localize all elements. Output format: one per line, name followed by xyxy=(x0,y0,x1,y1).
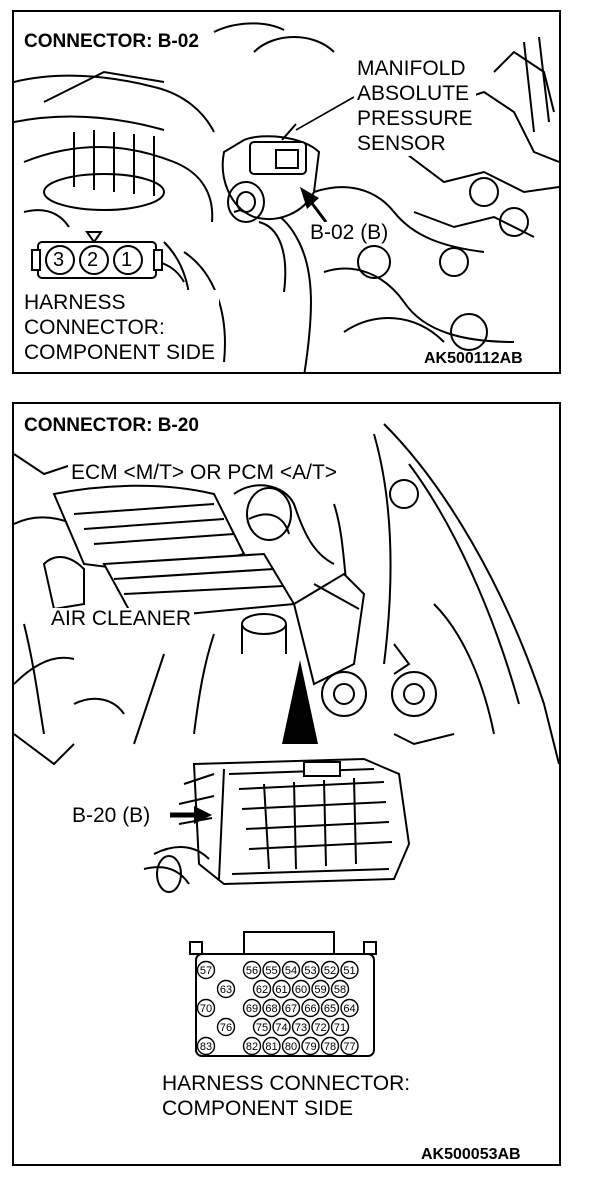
pin-number: 66 xyxy=(304,1003,316,1015)
pin-number: 59 xyxy=(314,984,326,996)
pin-66: 66 xyxy=(301,998,320,1018)
air-cleaner-label: AIR CLEANER xyxy=(48,608,195,629)
pin-81: 81 xyxy=(262,1036,281,1056)
panel-title: CONNECTOR: B-02 xyxy=(24,31,199,52)
pin-number: 62 xyxy=(256,984,268,996)
pin-number: 60 xyxy=(295,984,307,996)
pin-number: 64 xyxy=(343,1003,355,1015)
pin-65: 65 xyxy=(320,998,340,1018)
pin-label: 3 xyxy=(53,249,65,271)
pin-number: 53 xyxy=(304,965,316,977)
pin-number: 80 xyxy=(285,1041,297,1053)
pin-68: 68 xyxy=(262,998,281,1018)
pin-number: 68 xyxy=(265,1003,277,1015)
pin-55: 55 xyxy=(262,960,281,980)
pin-number: 83 xyxy=(200,1041,212,1053)
harness-connector-label: HARNESS CONNECTOR: COMPONENT SIDE xyxy=(24,290,219,365)
sensor-label: MANIFOLD ABSOLUTE PRESSURE SENSOR xyxy=(354,56,476,156)
pin-label: 1 xyxy=(121,249,133,271)
ecm-pcm-label: ECM <M/T> OR PCM <A/T> xyxy=(68,462,341,483)
connector-ref-label: B-02 (B) xyxy=(308,221,391,244)
pin-number: 51 xyxy=(343,965,355,977)
harness-label-line: CONNECTOR: xyxy=(24,316,165,339)
b20-pin-grid: 57 56 55 54 53 52 51 63 62 61 60 59 58 70 69 68 67 66 65 64… xyxy=(196,960,359,1056)
pin-number: 57 xyxy=(200,965,212,977)
pin-83: 83 xyxy=(196,1036,216,1056)
pin-71: 71 xyxy=(330,1017,350,1037)
pin-number: 52 xyxy=(324,965,336,977)
pin-number: 82 xyxy=(246,1041,258,1053)
pin-number: 75 xyxy=(256,1022,268,1034)
pin-82: 82 xyxy=(242,1036,262,1056)
pin-63: 63 xyxy=(216,979,236,999)
pin-62: 62 xyxy=(252,979,272,999)
pin-64: 64 xyxy=(340,998,359,1018)
engine-bay-illustration-b20 xyxy=(14,423,559,1057)
pin-70: 70 xyxy=(196,998,216,1018)
pin-number: 56 xyxy=(246,965,258,977)
figure-code: AK500112AB xyxy=(422,350,525,367)
pin-number: 55 xyxy=(265,965,277,977)
pin-79: 79 xyxy=(301,1036,320,1056)
pin-67: 67 xyxy=(281,998,301,1018)
pin-number: 69 xyxy=(246,1003,258,1015)
pin-54: 54 xyxy=(281,960,301,980)
pin-number: 65 xyxy=(324,1003,336,1015)
pin-80: 80 xyxy=(281,1036,301,1056)
pin-51: 51 xyxy=(340,960,359,980)
pin-number: 71 xyxy=(334,1022,346,1034)
pin-number: 74 xyxy=(275,1022,287,1034)
pin-76: 76 xyxy=(216,1017,236,1037)
pin-59: 59 xyxy=(311,979,330,999)
pin-72: 72 xyxy=(311,1017,330,1037)
figure-code: AK500053AB xyxy=(421,1146,521,1163)
pin-57: 57 xyxy=(196,960,216,980)
pin-number: 61 xyxy=(275,984,287,996)
pin-52: 52 xyxy=(320,960,340,980)
pin-60: 60 xyxy=(291,979,311,999)
pin-label: 2 xyxy=(87,249,99,271)
pin-number: 70 xyxy=(200,1003,212,1015)
panel-title: CONNECTOR: B-20 xyxy=(24,415,199,436)
pin-number: 79 xyxy=(304,1041,316,1053)
pin-number: 77 xyxy=(343,1041,355,1053)
pin-number: 67 xyxy=(285,1003,297,1015)
pin-number: 81 xyxy=(265,1041,277,1053)
pin-74: 74 xyxy=(272,1017,291,1037)
pin-58: 58 xyxy=(330,979,350,999)
harness-label-line: HARNESS xyxy=(24,291,126,314)
pin-number: 78 xyxy=(324,1041,336,1053)
pin-56: 56 xyxy=(242,960,262,980)
connector-ref-label: B-20 (B) xyxy=(70,804,153,827)
pin-number: 76 xyxy=(220,1022,232,1034)
pin-75: 75 xyxy=(252,1017,272,1037)
pin-69: 69 xyxy=(242,998,262,1018)
harness-label-line: COMPONENT SIDE xyxy=(162,1097,353,1120)
pin-number: 72 xyxy=(314,1022,326,1034)
pin-number: 58 xyxy=(334,984,346,996)
harness-connector-label: HARNESS CONNECTOR: COMPONENT SIDE xyxy=(162,1071,410,1121)
connector-b20-panel: CONNECTOR: B-20 ECM <M/T> OR PCM <A/T> A… xyxy=(12,402,561,1166)
pin-number: 73 xyxy=(295,1022,307,1034)
connector-b02-panel: CONNECTOR: B-02 MANIFOLD ABSOLUTE PRESSU… xyxy=(12,10,561,374)
pin-73: 73 xyxy=(291,1017,311,1037)
pin-61: 61 xyxy=(272,979,291,999)
pin-77: 77 xyxy=(340,1036,359,1056)
sensor-label-line: MANIFOLD xyxy=(357,57,466,80)
pin-number: 54 xyxy=(285,965,297,977)
sensor-label-line: SENSOR xyxy=(357,132,446,155)
harness-label-line: COMPONENT SIDE xyxy=(24,341,215,364)
pin-53: 53 xyxy=(301,960,320,980)
sensor-label-line: ABSOLUTE xyxy=(357,82,470,105)
sensor-label-line: PRESSURE xyxy=(357,107,473,130)
harness-label-line: HARNESS CONNECTOR: xyxy=(162,1072,411,1095)
pin-78: 78 xyxy=(320,1036,340,1056)
pin-number: 63 xyxy=(220,984,232,996)
